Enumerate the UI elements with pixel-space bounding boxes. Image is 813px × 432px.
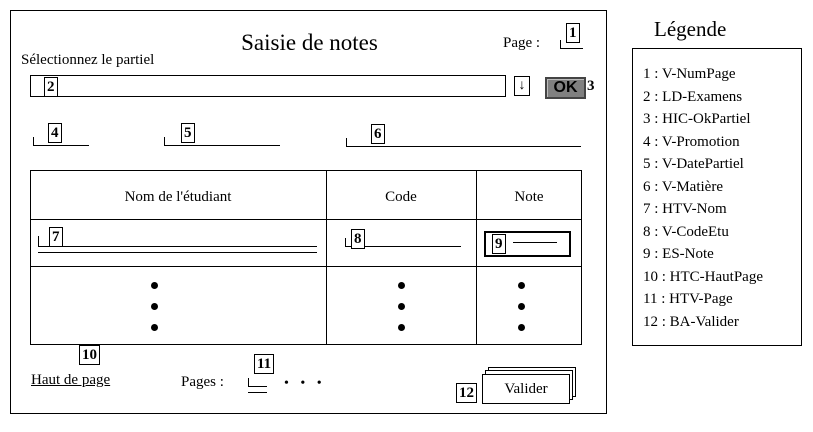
- vertical-ellipsis-icon: [151, 282, 158, 331]
- matiere-field: [346, 138, 581, 147]
- marker-9: 9: [492, 234, 506, 254]
- student-name-underline: [38, 252, 317, 253]
- form-frame: Saisie de notes: [10, 10, 607, 414]
- marker-5: 5: [181, 123, 195, 143]
- legend-item: 12 : BA-Valider: [643, 313, 739, 330]
- exam-dropdown[interactable]: [30, 75, 506, 97]
- marker-4: 4: [48, 123, 62, 143]
- form-title: Saisie de notes: [241, 30, 378, 55]
- marker-6: 6: [371, 124, 385, 144]
- legend-item: 3 : HIC-OkPartiel: [643, 111, 751, 127]
- grades-table: [30, 170, 582, 345]
- legend-item: 9 : ES-Note: [643, 246, 714, 262]
- legend-item: 7 : HTV-Nom: [643, 201, 727, 217]
- student-name-field: [38, 236, 317, 247]
- top-of-page-link[interactable]: Haut de page: [31, 372, 111, 388]
- vertical-ellipsis-icon: [518, 282, 525, 331]
- pages-label: Pages :: [181, 374, 224, 390]
- marker-8: 8: [351, 229, 365, 249]
- note-input[interactable]: [484, 231, 571, 257]
- legend-item: 2 : LD-Examens: [643, 88, 743, 105]
- legend-item: 10 : HTC-HautPage: [643, 268, 763, 285]
- marker-12: 12: [456, 383, 477, 403]
- column-divider: [326, 170, 327, 345]
- legend-item: 1 : V-NumPage: [643, 66, 736, 82]
- column-divider: [476, 170, 477, 345]
- page-number-field: [560, 40, 583, 49]
- down-arrow-icon: ↓: [518, 78, 526, 93]
- note-input-line: [513, 242, 557, 243]
- legend-box: 1 : V-NumPage 2 : LD-Examens 3 : HIC-OkP…: [632, 48, 802, 346]
- validate-button[interactable]: Valider: [482, 374, 570, 404]
- marker-10: 10: [79, 345, 100, 365]
- vertical-ellipsis-icon: [398, 282, 405, 331]
- marker-7: 7: [49, 227, 63, 247]
- column-header-note: Note: [514, 189, 544, 205]
- legend-item: 8 : V-CodeEtu: [643, 223, 729, 240]
- page-label: Page :: [503, 35, 541, 51]
- promotion-field: [33, 137, 89, 146]
- pages-ellipsis: • • •: [284, 376, 326, 391]
- page-link-field[interactable]: [248, 378, 267, 387]
- marker-3: 3: [587, 78, 595, 94]
- marker-11: 11: [254, 354, 275, 374]
- legend-title: Légende: [654, 17, 727, 41]
- select-partiel-label: Sélectionnez le partiel: [21, 52, 155, 68]
- dropdown-arrow-button[interactable]: ↓: [514, 76, 530, 96]
- header-divider: [30, 219, 582, 220]
- legend-item: 5 : V-DatePartiel: [643, 156, 744, 172]
- student-code-field: [345, 238, 461, 247]
- marker-2: 2: [44, 77, 58, 97]
- column-header-name: Nom de l'étudiant: [124, 189, 232, 205]
- legend-item: 6 : V-Matière: [643, 178, 723, 195]
- legend-item: 4 : V-Promotion: [643, 133, 740, 150]
- column-header-code: Code: [385, 189, 417, 205]
- page-link-underline: [248, 392, 267, 393]
- row-divider: [30, 266, 582, 267]
- ok-button[interactable]: OK: [545, 77, 586, 99]
- marker-1: 1: [566, 23, 580, 43]
- date-partiel-field: [164, 137, 280, 146]
- legend-item: 11 : HTV-Page: [643, 291, 733, 307]
